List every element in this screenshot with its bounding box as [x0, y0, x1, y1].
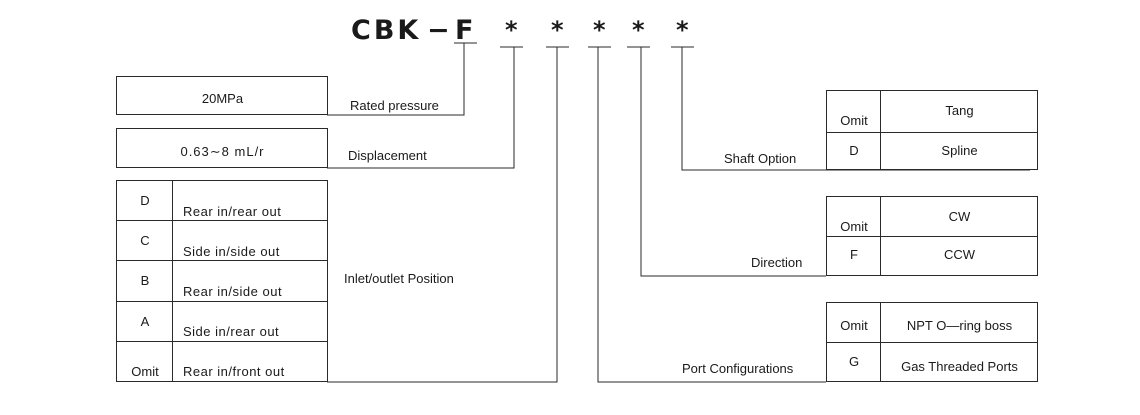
code-dash: −: [427, 15, 450, 46]
inlet-code-d: D: [140, 193, 150, 208]
code-star-1: *: [505, 16, 518, 44]
displacement-label: Displacement: [348, 148, 427, 163]
pressure-value: 20MPa: [201, 91, 244, 106]
inlet-code-c: C: [140, 233, 150, 248]
code-star-5: *: [676, 16, 689, 44]
direction-code-f: F: [850, 247, 858, 262]
code-star-2: *: [551, 16, 564, 44]
inlet-outlet-table: [116, 180, 328, 382]
inlet-outlet-label: Inlet/outlet Position: [344, 271, 454, 286]
port-code-omit: Omit: [840, 318, 868, 333]
port-desc-gas: Gas Threaded Ports: [901, 359, 1018, 374]
shaft-leader: [681, 47, 1030, 171]
direction-leader: [640, 47, 826, 277]
pressure-label: Rated pressure: [350, 98, 439, 113]
inlet-desc-c: Side in/side out: [183, 244, 280, 259]
direction-desc-ccw: CCW: [943, 247, 976, 262]
code-letter-f: F: [455, 15, 477, 46]
inlet-desc-omit: Rear in/front out: [183, 364, 285, 379]
code-star-3: *: [593, 16, 606, 44]
shaft-code-d: D: [849, 143, 859, 158]
pressure-box: [116, 76, 328, 115]
port-desc-npt: NPT O—ring boss: [906, 318, 1013, 333]
port-leader: [597, 47, 826, 383]
inlet-code-b: B: [140, 273, 150, 288]
code-star-4: *: [632, 16, 645, 44]
code-prefix: CBK: [351, 15, 422, 46]
direction-code-omit: Omit: [840, 219, 868, 234]
displacement-value: 0.63∼8 mL/r: [180, 144, 265, 159]
port-label: Port Configurations: [682, 361, 794, 376]
inlet-outlet-leader: [327, 47, 558, 383]
inlet-code-a: A: [140, 314, 150, 329]
inlet-desc-b: Rear in/side out: [183, 284, 283, 299]
shaft-desc-spline: Spline: [941, 143, 978, 158]
pressure-leader: [327, 43, 465, 116]
direction-label: Direction: [751, 255, 803, 270]
inlet-desc-d: Rear in/rear out: [183, 204, 282, 219]
shaft-label: Shaft Option: [724, 151, 797, 166]
port-code-g: G: [848, 354, 860, 369]
shaft-desc-tang: Tang: [945, 103, 974, 118]
displacement-leader: [327, 47, 515, 169]
direction-desc-cw: CW: [948, 209, 971, 224]
displacement-box: [116, 128, 328, 168]
inlet-desc-a: Side in/rear out: [183, 324, 280, 339]
shaft-code-omit: Omit: [840, 113, 868, 128]
inlet-code-omit: Omit: [131, 364, 159, 379]
